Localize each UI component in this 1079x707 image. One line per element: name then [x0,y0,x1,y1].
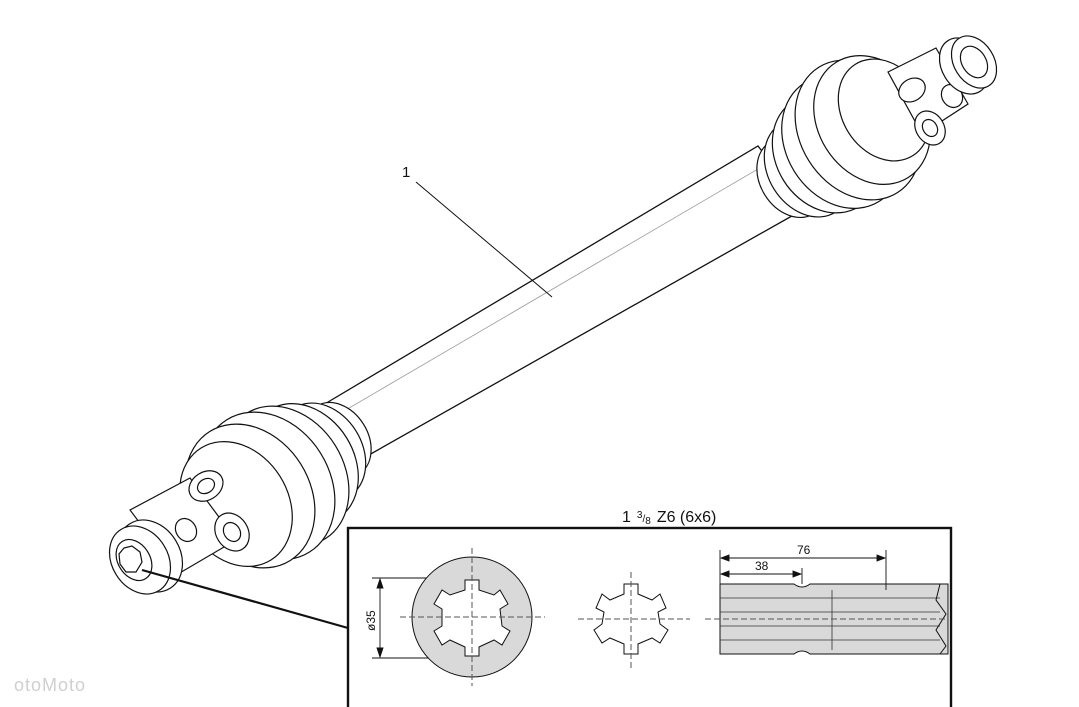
part-callout: 1 [402,164,553,298]
callout-number: 1 [402,164,410,181]
spline-detail-inset: ø35 [346,526,953,707]
length-long-label: 76 [797,543,811,557]
spline-cross-section [578,572,690,668]
length-dimensions [719,550,887,590]
watermark: otoMoto [14,675,86,695]
upper-universal-joint [887,35,998,146]
spline-hub-profile [400,548,545,686]
diameter-label: ø35 [364,610,378,631]
drive-shaft-tube [317,145,807,461]
detail-leader-line [141,568,349,630]
length-short-label: 38 [755,559,769,573]
lower-universal-joint [108,470,250,595]
upper-protection-cone [756,55,931,219]
spline-shaft-side-view [705,583,949,655]
